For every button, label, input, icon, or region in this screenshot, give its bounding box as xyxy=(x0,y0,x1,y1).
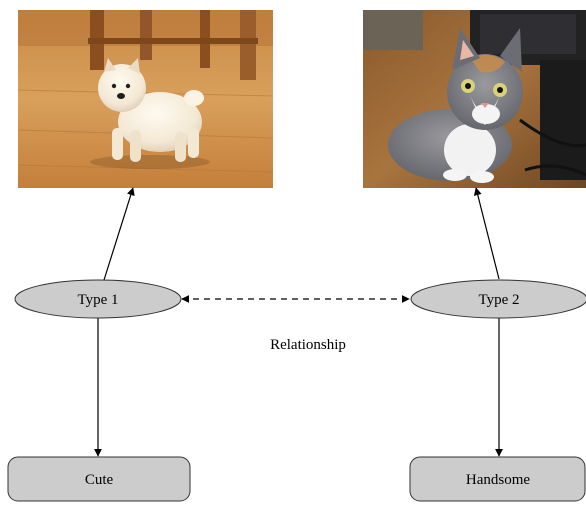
edges xyxy=(94,187,503,457)
cat-image xyxy=(363,10,586,188)
node-handsome: Handsome xyxy=(409,456,586,502)
node-type2: Type 2 xyxy=(410,279,586,319)
node-type1-label: Type 1 xyxy=(77,292,118,308)
node-handsome-label: Handsome xyxy=(466,472,530,488)
node-cute-label: Cute xyxy=(85,472,114,488)
edge-type1-to-image xyxy=(103,187,135,281)
node-type2-label: Type 2 xyxy=(478,292,519,308)
node-type1: Type 1 xyxy=(14,279,182,319)
puppy-image xyxy=(17,10,274,188)
relationship-label: Relationship xyxy=(270,337,346,353)
node-cute: Cute xyxy=(7,456,191,502)
edge-type2-to-image xyxy=(473,187,500,280)
